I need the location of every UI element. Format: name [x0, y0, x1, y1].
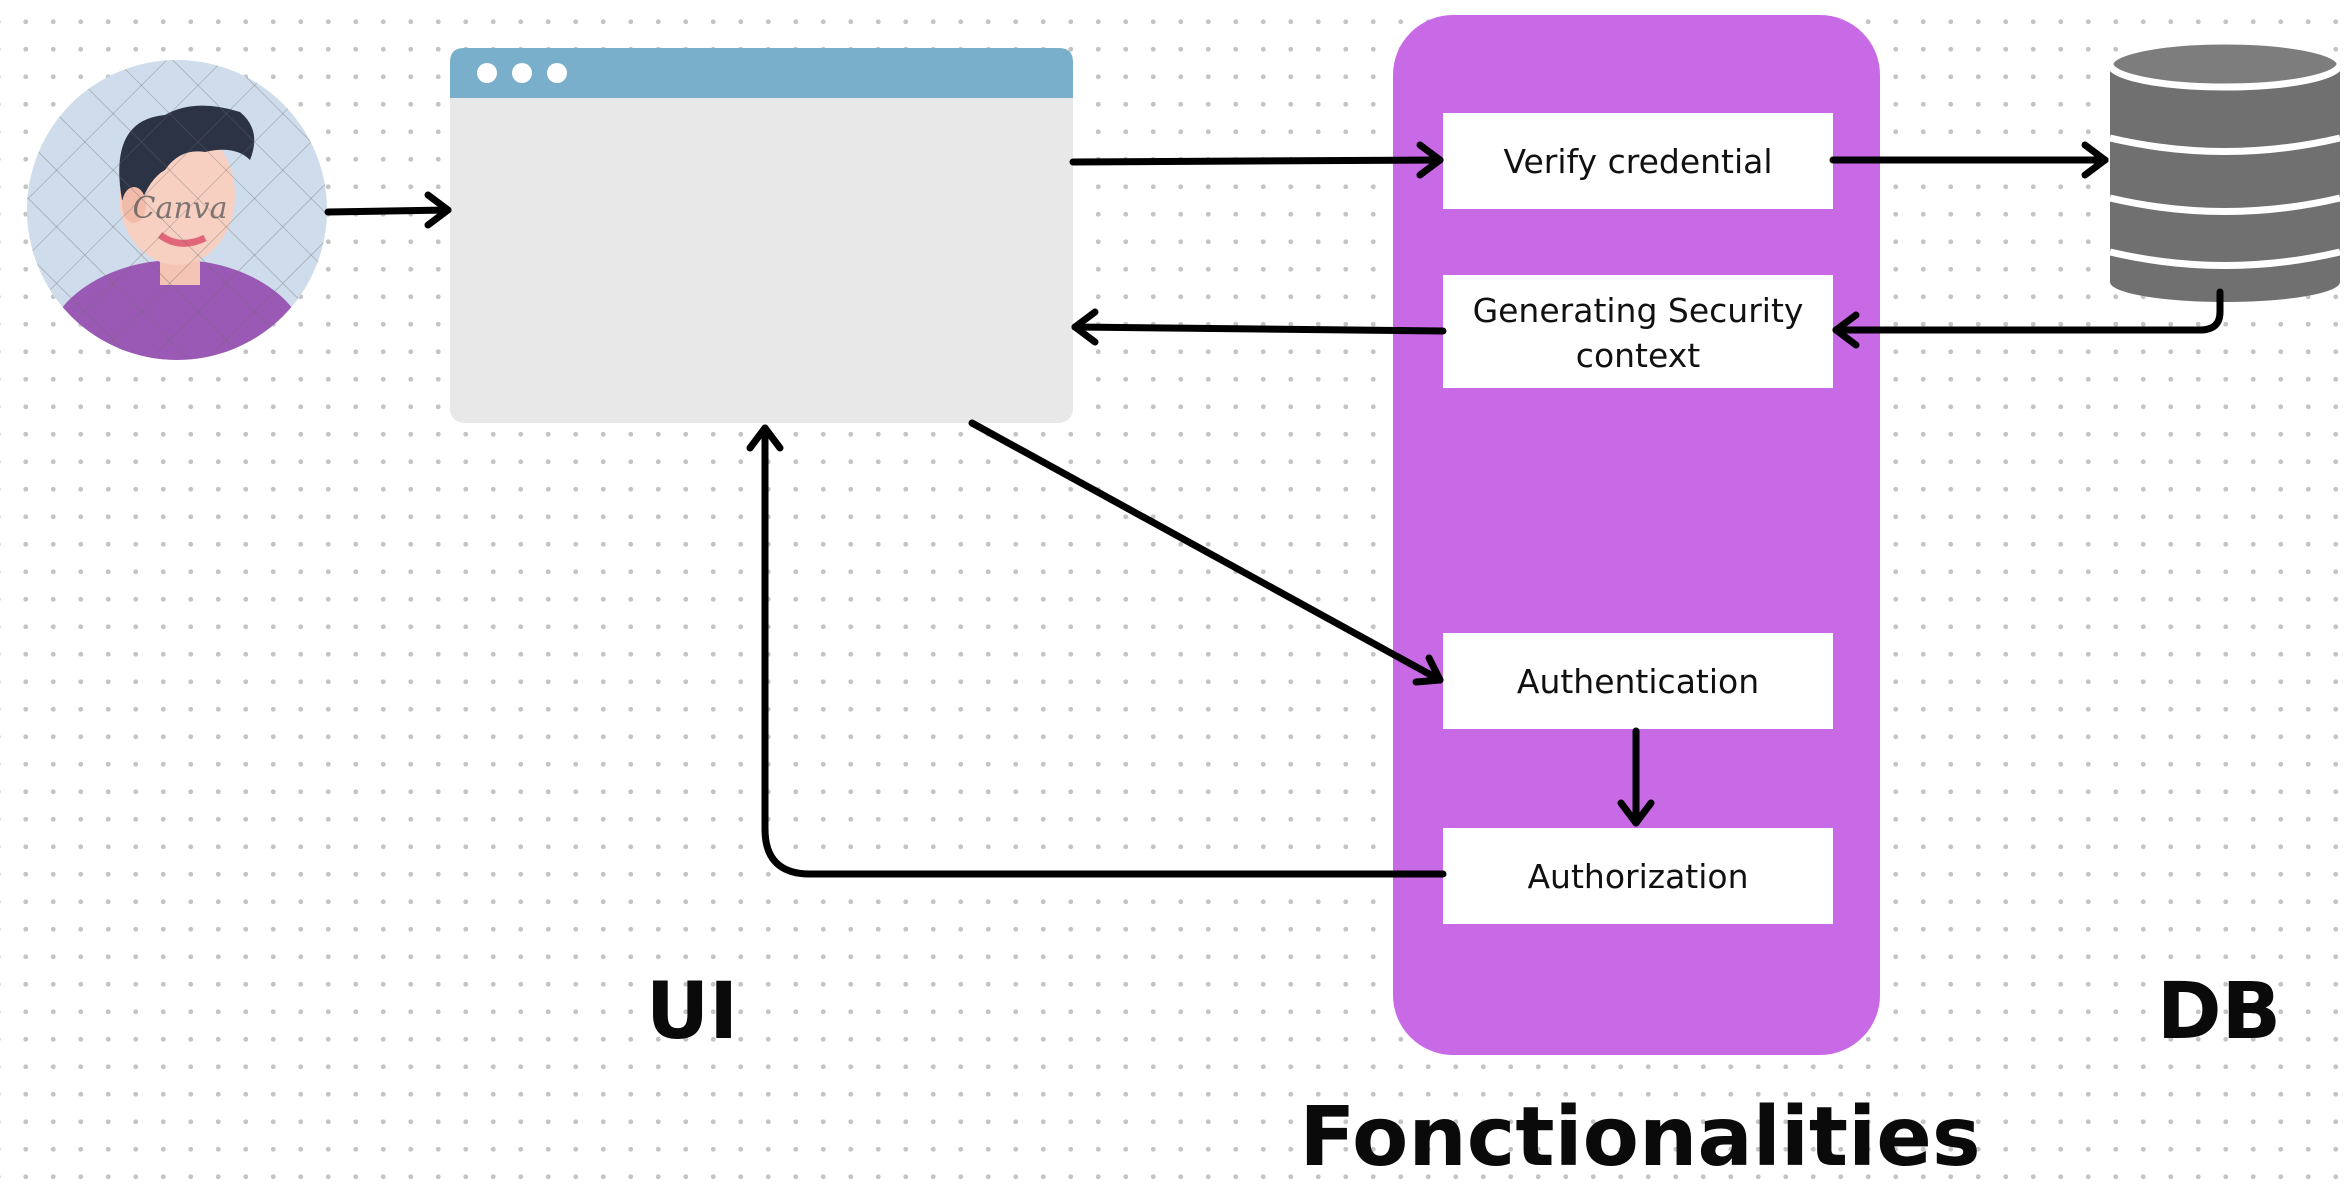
ui-label: UI	[646, 967, 738, 1057]
db-band	[2109, 134, 2341, 155]
verify-credential-node: Verify credential	[1443, 113, 1833, 209]
browser-window	[450, 48, 1073, 423]
functionalities-label: Fonctionalities	[1299, 1090, 1980, 1185]
arrow-db-to-generating	[1832, 288, 2224, 349]
db-cylinder-top	[2106, 37, 2344, 91]
arrow-verify-to-db	[1829, 141, 2109, 179]
arrow-ui-to-authentication	[968, 419, 1444, 686]
authorization-label: Authorization	[1527, 857, 1748, 896]
arrow-authentication-to-authorization	[1617, 727, 1655, 827]
db-band	[2109, 248, 2341, 269]
db-label: DB	[2157, 967, 2281, 1057]
window-body	[450, 48, 1073, 423]
window-dot-icon	[512, 63, 532, 83]
window-dot-icon	[547, 63, 567, 83]
authentication-node: Authentication	[1443, 633, 1833, 729]
arrow-user-to-ui	[324, 191, 452, 229]
arrow-authorization-to-ui	[746, 424, 1447, 878]
database-icon	[2106, 37, 2344, 302]
verify-credential-label: Verify credential	[1503, 142, 1772, 181]
user-avatar-icon: Canva	[27, 60, 327, 360]
authentication-label: Authentication	[1517, 662, 1759, 701]
db-cylinder-body	[2110, 64, 2340, 282]
authorization-box	[1443, 828, 1833, 924]
db-cylinder-bottom	[2110, 262, 2340, 302]
authentication-box	[1443, 633, 1833, 729]
verify-credential-box	[1443, 113, 1833, 209]
window-dot-icon	[477, 63, 497, 83]
arrow-ui-to-verify	[1069, 141, 1444, 179]
window-title-bar	[450, 48, 1073, 98]
authorization-node: Authorization	[1443, 828, 1833, 924]
db-band	[2109, 194, 2341, 215]
avatar-watermark-grid	[27, 60, 327, 360]
canva-watermark: Canva	[133, 191, 228, 226]
generating-security-context-box	[1443, 275, 1833, 388]
arrow-generating-to-ui	[1071, 308, 1447, 346]
